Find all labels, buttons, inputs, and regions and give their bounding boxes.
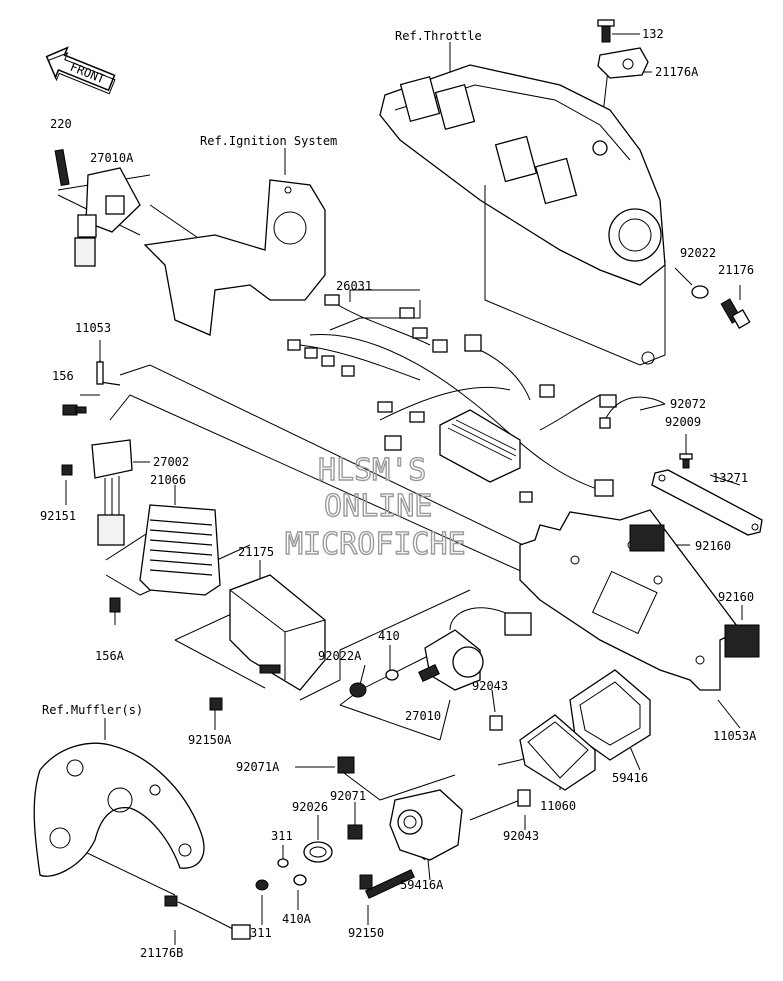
label-410-a: 410 <box>378 629 400 643</box>
label-27002: 27002 <box>153 455 189 469</box>
screw-92009-illustration <box>679 453 693 469</box>
label-92043-a: 92043 <box>472 679 508 693</box>
relay-27002-illustration <box>61 439 133 546</box>
label-27010: 27010 <box>405 709 441 723</box>
throttle-body-illustration: Ref.Throttle <box>379 29 666 366</box>
cover-59416a-illustration <box>255 756 463 899</box>
watermark-line-3: MICROFICHE <box>285 527 466 562</box>
label-26031: 26031 <box>336 279 372 293</box>
ignition-bracket-illustration: Ref.Ignition System <box>143 134 337 336</box>
label-21176a: 21176A <box>655 65 699 79</box>
label-21066: 21066 <box>150 473 186 487</box>
label-92043-b: 92043 <box>503 829 539 843</box>
ecu-21175-illustration <box>209 574 326 711</box>
bracket-13271-illustration <box>651 469 763 536</box>
label-156a: 156A <box>95 649 125 663</box>
watermark-line-1: HLSM'S <box>318 453 426 488</box>
part-labels: 132 21176A 220 27010A 92022 21176 26031 … <box>40 27 757 960</box>
label-92071a: 92071A <box>236 760 280 774</box>
cable-tie-92072-illustration <box>599 396 666 429</box>
label-92072: 92072 <box>670 397 706 411</box>
label-27010a: 27010A <box>90 151 134 165</box>
label-11060: 11060 <box>540 799 576 813</box>
label-132: 132 <box>642 27 664 41</box>
ref-throttle-label: Ref.Throttle <box>395 29 482 43</box>
wire-harness-26031-illustration <box>287 294 617 503</box>
label-92150a: 92150A <box>188 733 232 747</box>
bolt-156-illustration <box>62 404 87 416</box>
coil-27010a-illustration <box>54 148 141 267</box>
label-21176: 21176 <box>718 263 754 277</box>
label-11053a: 11053A <box>713 729 757 743</box>
temp-sensor-21176-illustration <box>691 285 751 329</box>
ref-muffler-label: Ref.Muffler(s) <box>42 703 143 717</box>
label-92160-b: 92160 <box>718 590 754 604</box>
sensor-21176b-illustration <box>164 895 251 940</box>
label-92009: 92009 <box>665 415 701 429</box>
solenoid-27010-illustration <box>349 607 532 731</box>
pad-92160-illustration <box>629 524 760 658</box>
regulator-21066-illustration <box>109 504 221 613</box>
label-92026: 92026 <box>292 800 328 814</box>
label-156: 156 <box>52 369 74 383</box>
label-311-b: 311 <box>250 926 272 940</box>
sensor-21176a-illustration <box>597 19 649 79</box>
watermark: HLSM'S ONLINE MICROFICHE <box>284 452 466 562</box>
label-11053: 11053 <box>75 321 111 335</box>
front-arrow-icon: FRONT <box>45 46 116 95</box>
label-21175: 21175 <box>238 545 274 559</box>
label-410a: 410A <box>282 912 312 926</box>
label-92022a: 92022A <box>318 649 362 663</box>
label-92151: 92151 <box>40 509 76 523</box>
label-92160-a: 92160 <box>695 539 731 553</box>
label-92071: 92071 <box>330 789 366 803</box>
label-13271: 13271 <box>712 471 748 485</box>
housing-59416-illustration <box>517 669 651 807</box>
label-92150: 92150 <box>348 926 384 940</box>
label-59416a: 59416A <box>400 878 444 892</box>
label-59416: 59416 <box>612 771 648 785</box>
label-21176b: 21176B <box>140 946 183 960</box>
watermark-line-2: ONLINE <box>324 489 432 524</box>
label-311-a: 311 <box>271 829 293 843</box>
bracket-11053-illustration <box>96 360 121 386</box>
label-220: 220 <box>50 117 72 131</box>
muffler-illustration: Ref.Muffler(s) <box>33 703 205 877</box>
ref-ignition-label: Ref.Ignition System <box>200 134 337 148</box>
label-92022: 92022 <box>680 246 716 260</box>
